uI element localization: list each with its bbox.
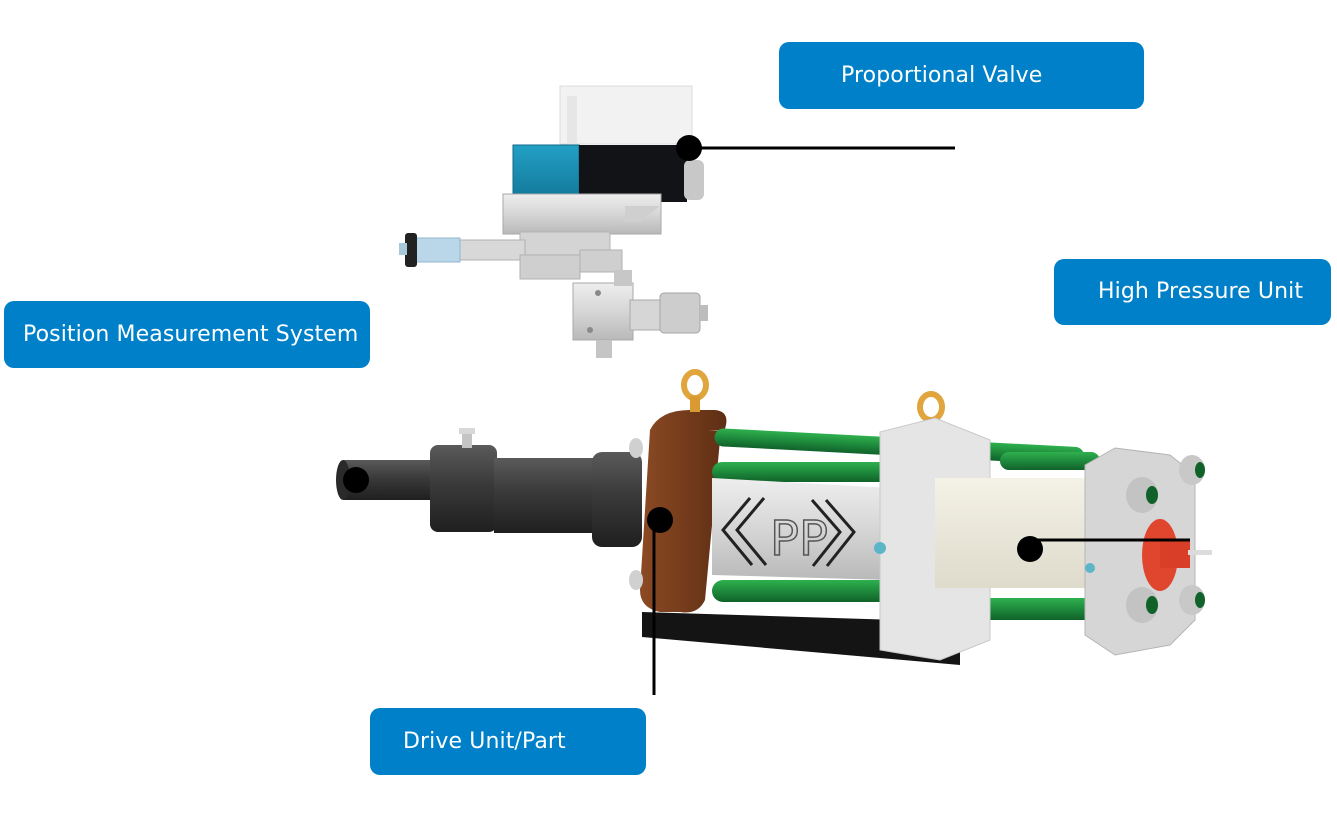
- main-actuator: PP: [336, 369, 1212, 665]
- label-high-pressure-unit: High Pressure Unit: [1054, 259, 1331, 325]
- callout-dot-drive: [647, 507, 673, 533]
- company-logo: [721, 497, 856, 567]
- label-drive-unit-part-text: Drive Unit/Part: [403, 728, 566, 754]
- label-proportional-valve-text: Proportional Valve: [841, 62, 1043, 88]
- callouts: [343, 135, 1190, 695]
- label-drive-unit-part: Drive Unit/Part: [370, 708, 646, 775]
- callout-dot-valve: [676, 135, 702, 161]
- callout-dot-position-measurement: [343, 467, 369, 493]
- label-proportional-valve: Proportional Valve: [779, 42, 1144, 109]
- callout-dot-high-pressure: [1017, 536, 1043, 562]
- label-high-pressure-unit-text: High Pressure Unit: [1098, 279, 1304, 304]
- svg-text:PP: PP: [770, 511, 828, 567]
- proportional-valve-assembly: [399, 85, 708, 358]
- label-position-measurement-system-text: Position Measurement System: [23, 321, 359, 347]
- label-position-measurement-system: Position Measurement System: [4, 301, 370, 368]
